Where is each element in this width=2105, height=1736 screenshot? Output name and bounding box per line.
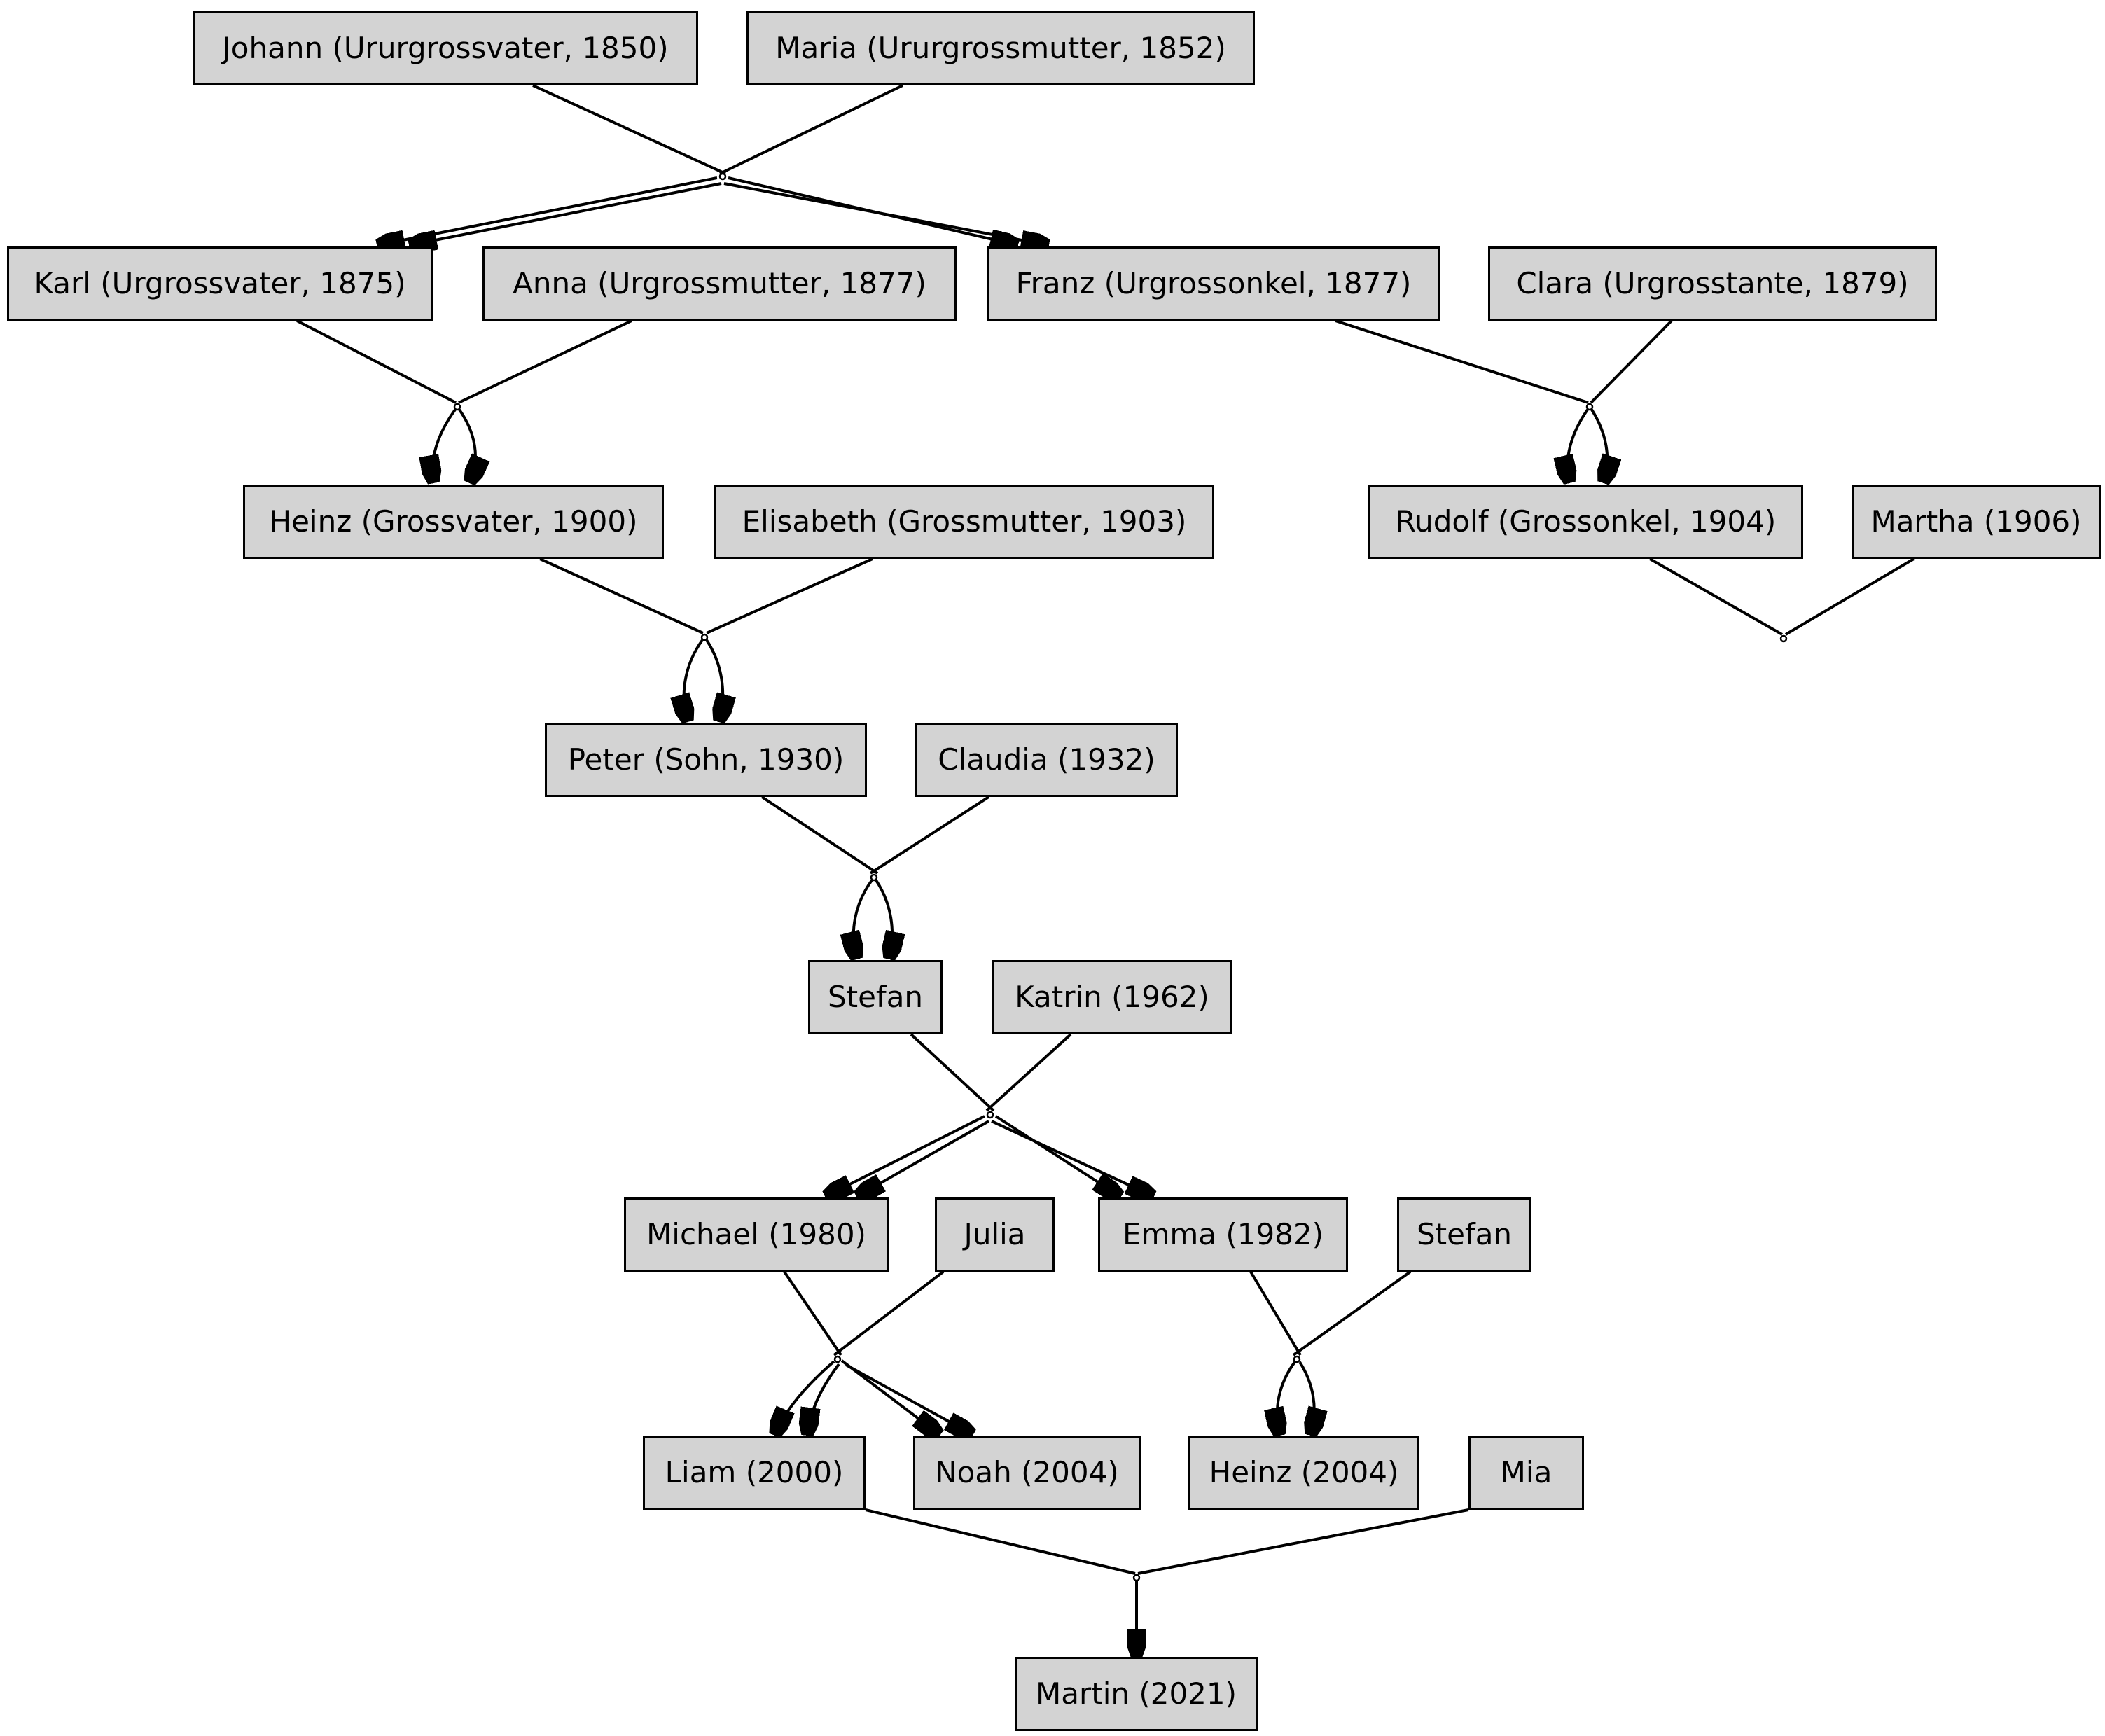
node-clara: Clara (Urgrosstante, 1879): [1488, 246, 1937, 321]
edge-emma-u9: [1249, 1270, 1302, 1356]
edge-rudolf-u4: [1649, 557, 1783, 636]
edge-martha-u4: [1784, 557, 1915, 636]
edge-liam-u10: [865, 1508, 1136, 1575]
edge-u6-stefansr-b: [875, 879, 892, 958]
node-emma: Emma (1982): [1098, 1197, 1348, 1272]
edge-u2-heinz-a: [433, 408, 457, 482]
node-stefan-senior: Stefan: [808, 960, 943, 1034]
node-anna: Anna (Urgrossmutter, 1877): [482, 246, 957, 321]
union-point-8: [833, 1355, 842, 1363]
edge-u6-stefansr-a: [854, 879, 873, 958]
edge-u5-peter-a: [684, 639, 704, 721]
node-peter: Peter (Sohn, 1930): [545, 723, 867, 797]
edge-elisabeth-u5: [706, 557, 873, 634]
edge-u7-michael-b: [858, 1120, 989, 1196]
node-heinz-2004: Heinz (2004): [1188, 1436, 1419, 1510]
edge-clara-u3: [1590, 319, 1673, 404]
edge-stefansr-u7: [910, 1033, 995, 1112]
node-katrin: Katrin (1962): [992, 960, 1232, 1034]
edge-heinzsr-u5: [539, 557, 704, 634]
union-point-5: [700, 633, 709, 641]
edge-u8-noah-b: [845, 1363, 972, 1434]
union-point-4: [1779, 634, 1788, 643]
edge-michael-u8: [783, 1270, 842, 1356]
node-mia: Mia: [1468, 1436, 1584, 1510]
edge-u1-karl-b: [410, 182, 722, 245]
node-johann: Johann (Ururgrossvater, 1850): [193, 11, 698, 85]
edge-u8-liam-a: [775, 1360, 835, 1434]
union-point-9: [1293, 1355, 1301, 1363]
edge-u3-rudolf-a: [1567, 408, 1589, 482]
node-michael: Michael (1980): [624, 1197, 889, 1272]
union-point-1: [718, 172, 727, 181]
edge-peter-u6: [760, 796, 879, 875]
node-rudolf: Rudolf (Grossonkel, 1904): [1368, 485, 1803, 559]
node-stefan-junior: Stefan: [1397, 1197, 1531, 1272]
edge-julia-u8: [833, 1270, 945, 1356]
union-point-2: [453, 403, 461, 411]
node-heinz-grossvater: Heinz (Grossvater, 1900): [243, 485, 664, 559]
edge-u7-emma-a: [994, 1115, 1120, 1196]
edge-katrin-u7: [985, 1033, 1072, 1112]
node-liam: Liam (2000): [643, 1436, 866, 1510]
edge-karl-u2: [296, 319, 457, 404]
node-martha: Martha (1906): [1852, 485, 2101, 559]
edge-u1-franz-b: [723, 182, 1048, 245]
node-elisabeth: Elisabeth (Grossmutter, 1903): [714, 485, 1214, 559]
edge-u5-peter-b: [705, 639, 723, 721]
node-noah: Noah (2004): [913, 1436, 1141, 1510]
node-karl: Karl (Urgrossvater, 1875): [7, 246, 433, 321]
union-point-7: [986, 1111, 994, 1119]
edge-u7-emma-b: [991, 1120, 1153, 1196]
node-julia: Julia: [935, 1197, 1055, 1272]
node-maria: Maria (Ururgrossmutter, 1852): [746, 11, 1255, 85]
edge-u7-michael-a: [826, 1115, 985, 1196]
union-point-3: [1585, 403, 1594, 411]
edge-u8-liam-b: [807, 1363, 840, 1434]
edge-u2-heinz-b: [458, 408, 475, 482]
node-claudia: Claudia (1932): [915, 723, 1178, 797]
edge-franz-u3: [1335, 319, 1589, 404]
edge-u3-rudolf-b: [1590, 408, 1607, 482]
edge-stefanjr-u9: [1292, 1270, 1412, 1356]
node-franz: Franz (Urgrossonkel, 1877): [987, 246, 1440, 321]
edge-u1-karl-a: [378, 176, 718, 245]
edge-johann-u1: [532, 84, 726, 175]
edge-anna-u2: [458, 319, 632, 404]
union-point-6: [870, 873, 878, 882]
node-martin: Martin (2021): [1015, 1657, 1258, 1731]
edge-maria-u1: [719, 84, 903, 175]
edge-mia-u10: [1137, 1508, 1469, 1575]
edge-claudia-u6: [869, 796, 990, 875]
edge-u9-heinzjr-b: [1298, 1361, 1314, 1434]
union-point-10: [1132, 1574, 1141, 1582]
edge-u9-heinzjr-a: [1277, 1361, 1296, 1434]
